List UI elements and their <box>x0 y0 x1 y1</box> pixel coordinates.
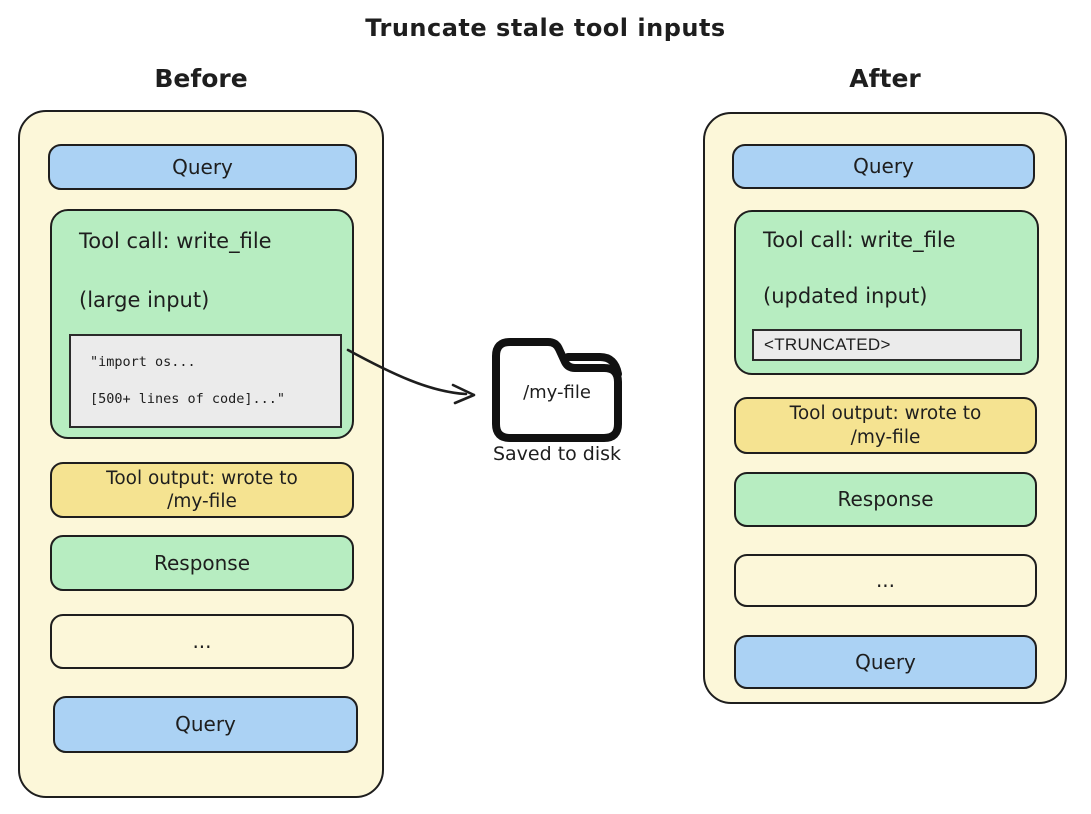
after-tool-call-title: Tool call: write_file <box>763 228 956 252</box>
before-conversation-container: Query Tool call: write_file (large input… <box>18 110 384 798</box>
before-tool-call-box: Tool call: write_file (large input) "imp… <box>50 209 354 439</box>
before-tool-call-title: Tool call: write_file <box>79 229 272 253</box>
after-tool-output-line-1: Tool output: wrote to <box>789 403 982 425</box>
before-ellipsis-box: ... <box>50 614 354 669</box>
before-column-label: Before <box>154 64 248 93</box>
after-tool-output-line-2: /my-file <box>850 426 921 448</box>
before-tool-output-line-1: Tool output: wrote to <box>106 467 298 489</box>
after-ellipsis-label: ... <box>875 568 896 592</box>
after-truncated-label: <TRUNCATED> <box>764 335 891 354</box>
after-query-top-label: Query <box>853 154 914 178</box>
curved-arrow-icon <box>346 348 476 405</box>
after-tool-call-subtitle: (updated input) <box>763 284 928 308</box>
before-tool-output-line-2: /my-file <box>167 491 237 512</box>
before-tool-output-box: Tool output: wrote to /my-file <box>50 462 354 518</box>
after-query-bottom-label: Query <box>855 649 916 674</box>
before-response-label: Response <box>153 550 251 575</box>
before-query-top-label: Query <box>172 154 233 179</box>
after-truncated-box: <TRUNCATED> <box>752 329 1022 361</box>
before-code-snippet-box: "import os... [500+ lines of code]..." <box>69 334 342 428</box>
after-response-box: Response <box>734 472 1037 527</box>
before-query-top-box: Query <box>48 144 357 190</box>
after-ellipsis-box: ... <box>734 554 1037 607</box>
after-tool-call-box: Tool call: write_file (updated input) <T… <box>734 210 1039 375</box>
after-column-label: After <box>849 64 921 93</box>
folder-icon <box>492 338 622 442</box>
after-tool-output-box: Tool output: wrote to /my-file <box>734 397 1037 454</box>
before-query-bottom-box: Query <box>53 696 358 753</box>
after-query-top-box: Query <box>732 144 1035 189</box>
after-conversation-container: Query Tool call: write_file (updated inp… <box>703 112 1067 704</box>
saved-to-disk-caption: Saved to disk <box>492 443 622 465</box>
after-response-label: Response <box>837 487 934 511</box>
folder-file-label: /my-file <box>523 382 591 403</box>
before-code-line-2: [500+ lines of code]..." <box>90 391 286 407</box>
before-ellipsis-label: ... <box>192 629 212 653</box>
before-tool-call-subtitle: (large input) <box>79 288 210 312</box>
after-query-bottom-box: Query <box>734 635 1037 689</box>
before-code-line-1: "import os... <box>90 354 196 370</box>
before-response-box: Response <box>50 535 354 591</box>
diagram-title: Truncate stale tool inputs <box>365 14 726 42</box>
before-query-bottom-label: Query <box>175 712 236 736</box>
